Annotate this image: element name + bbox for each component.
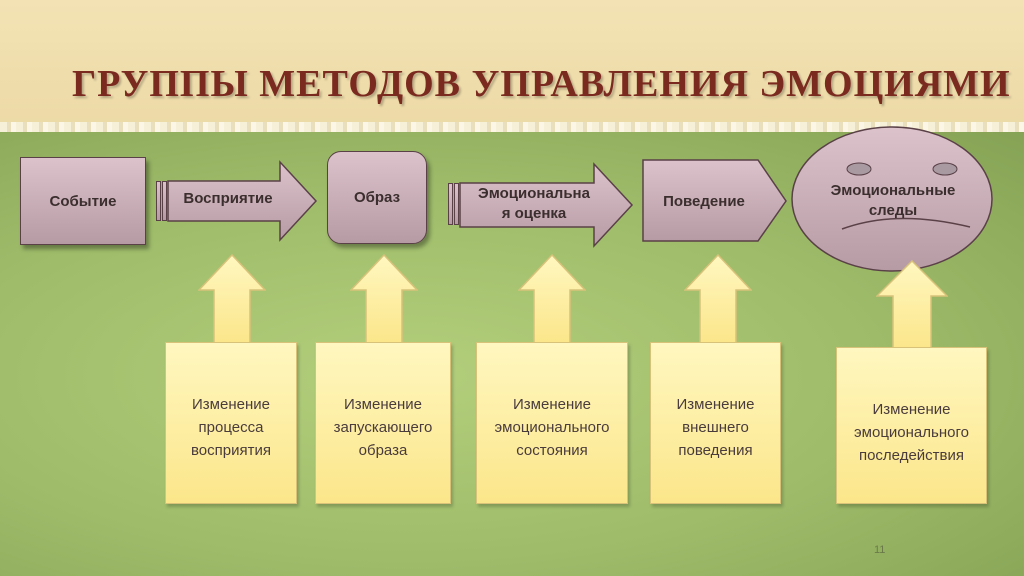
- arrow-perception-stripe-1: [156, 181, 161, 221]
- method-3-line1: Изменение: [513, 396, 591, 413]
- method-2-line3: образа: [358, 442, 408, 459]
- arrow-perception: [167, 160, 318, 242]
- arrow-assessment-stripe-2: [454, 183, 459, 225]
- node-traces-label: Эмоциональные следы: [820, 181, 966, 221]
- up-arrow-3: [518, 254, 586, 344]
- method-1-line2: процесса: [198, 419, 264, 436]
- node-behavior-label: Поведение: [663, 193, 745, 210]
- method-box-aftereffect: Изменение эмоционального последействия: [836, 347, 987, 504]
- up-arrow-1: [198, 254, 266, 344]
- arrow-perception-label: Восприятие: [183, 190, 273, 207]
- method-box-perception: Изменение процесса восприятия: [165, 342, 297, 504]
- page-number: 11: [874, 544, 886, 556]
- method-box-behavior: Изменение внешнего поведения: [650, 342, 781, 504]
- node-emotional-traces: [791, 126, 993, 272]
- node-traces-label-line1: Эмоциональные: [830, 182, 956, 199]
- method-5-line1: Изменение: [872, 401, 951, 418]
- node-behavior: [642, 159, 787, 242]
- method-4-line3: поведения: [678, 442, 753, 459]
- node-event-label: Событие: [49, 192, 117, 210]
- method-3-line2: эмоционального: [494, 419, 610, 436]
- method-5-line3: последействия: [858, 447, 965, 464]
- node-traces-label-line2: следы: [868, 202, 918, 219]
- node-event: Событие: [20, 157, 146, 245]
- slide-title: ГРУППЫ МЕТОДОВ УПРАВЛЕНИЯ ЭМОЦИЯМИ: [72, 63, 1011, 105]
- arrow-assessment-stripe-1: [448, 183, 453, 225]
- arrow-perception-stripe-2: [162, 181, 167, 221]
- face-left-eye: [846, 162, 872, 176]
- up-arrow-4: [684, 254, 752, 344]
- face-mouth: [841, 217, 971, 230]
- method-3-line3: состояния: [516, 442, 588, 459]
- method-5-line2: эмоционального: [854, 424, 969, 441]
- method-box-image: Изменение запускающего образа: [315, 342, 451, 504]
- node-image-label: Образ: [353, 189, 401, 206]
- method-4-line2: внешнего: [682, 419, 749, 436]
- method-1-line1: Изменение: [192, 396, 270, 413]
- arrow-emotional-assessment: [459, 162, 634, 248]
- arrow-assessment-label: Эмоциональна я оценка: [464, 184, 604, 224]
- method-1-line3: восприятия: [191, 442, 271, 459]
- method-box-state: Изменение эмоционального состояния: [476, 342, 628, 504]
- method-2-line1: Изменение: [344, 396, 422, 413]
- up-arrow-2: [350, 254, 418, 344]
- method-2-line2: запускающего: [333, 419, 433, 436]
- method-4-line1: Изменение: [676, 396, 755, 413]
- up-arrow-5: [876, 260, 948, 350]
- arrow-assessment-label-line2: я оценка: [501, 205, 567, 222]
- header-background: [0, 0, 1024, 130]
- arrow-assessment-label-line1: Эмоциональна: [478, 185, 590, 202]
- face-right-eye: [932, 162, 958, 176]
- node-image: Образ: [327, 151, 427, 244]
